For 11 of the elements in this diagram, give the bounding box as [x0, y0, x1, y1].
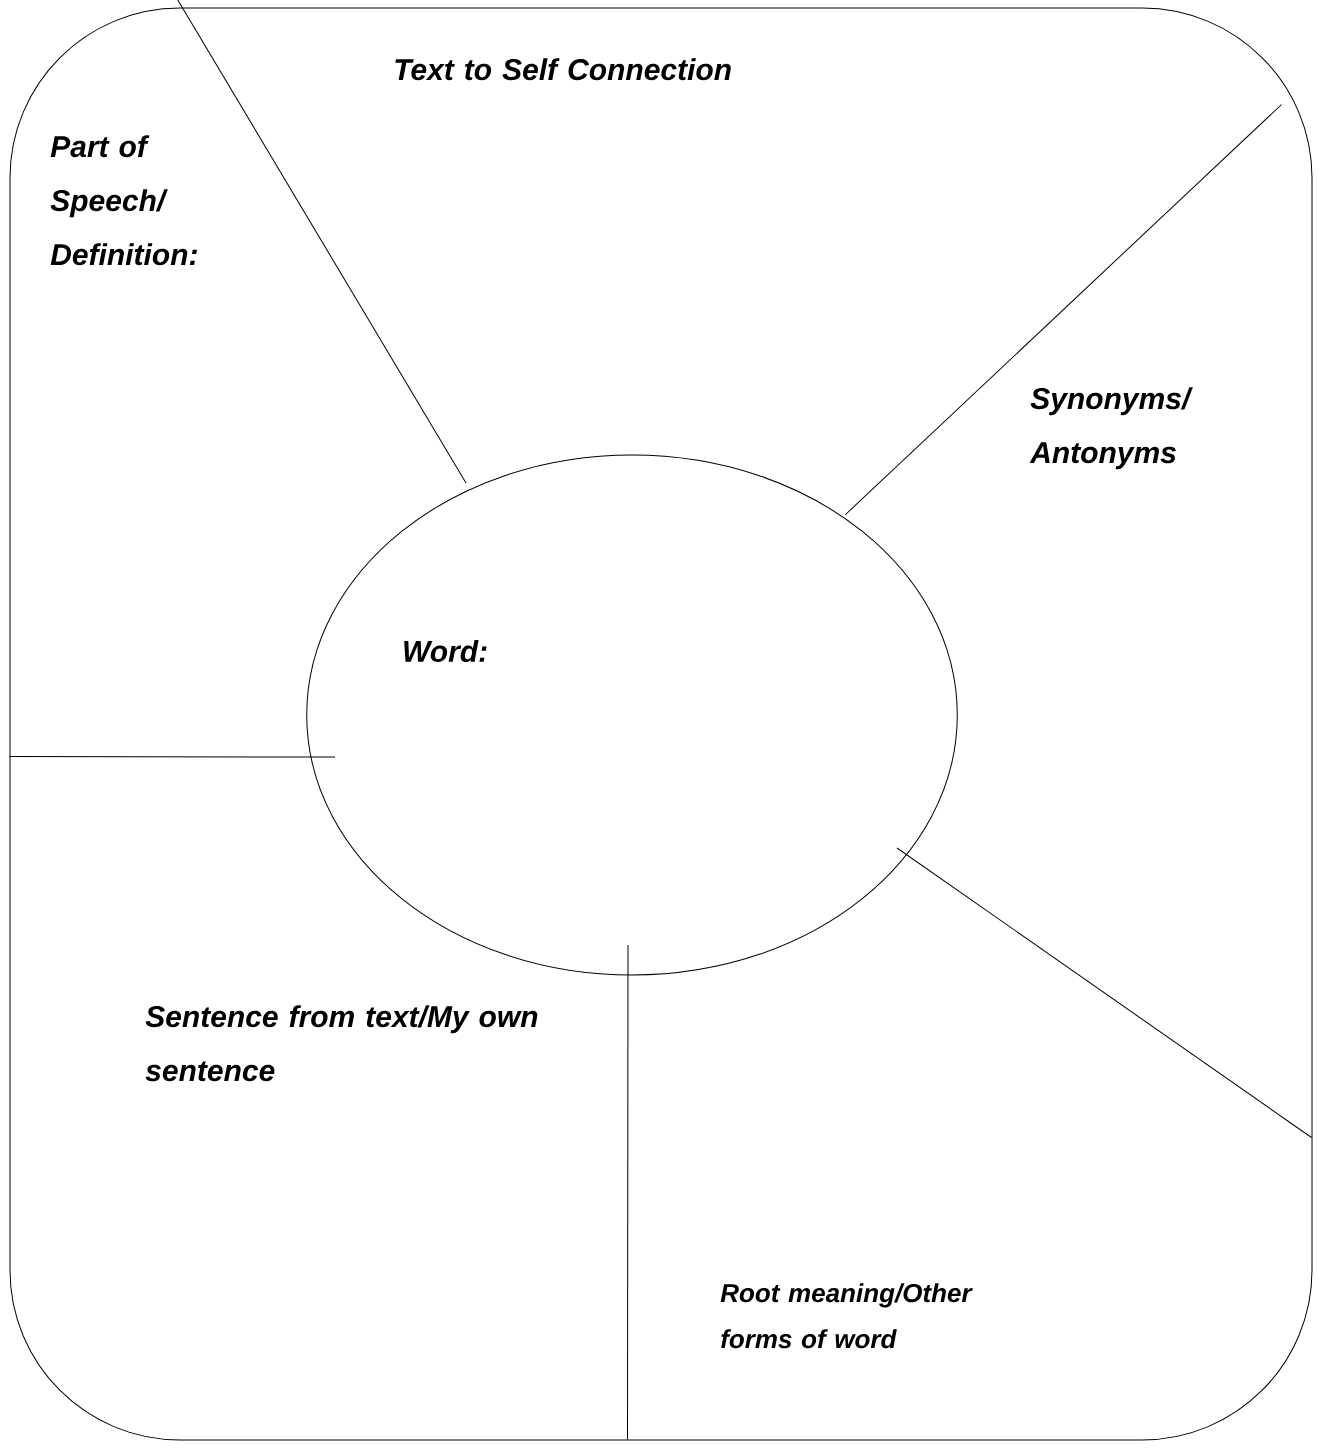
- section-label: Root meaning/Other forms of word: [720, 1283, 973, 1349]
- section-label: Synonyms/ Antonyms: [1029, 387, 1193, 470]
- divider-line: [627, 944, 629, 1440]
- divider-line: [9, 756, 336, 758]
- divider-line: [896, 847, 1312, 1138]
- section-label: Sentence from text/My own sentence: [145, 1005, 538, 1082]
- section-label: Text to Self Connection: [395, 58, 731, 81]
- section-label: Part of Speech/ Definition:: [50, 135, 197, 266]
- divider-line: [177, 0, 467, 484]
- worksheet-frame: [9, 7, 1313, 1441]
- divider-line: [844, 104, 1282, 516]
